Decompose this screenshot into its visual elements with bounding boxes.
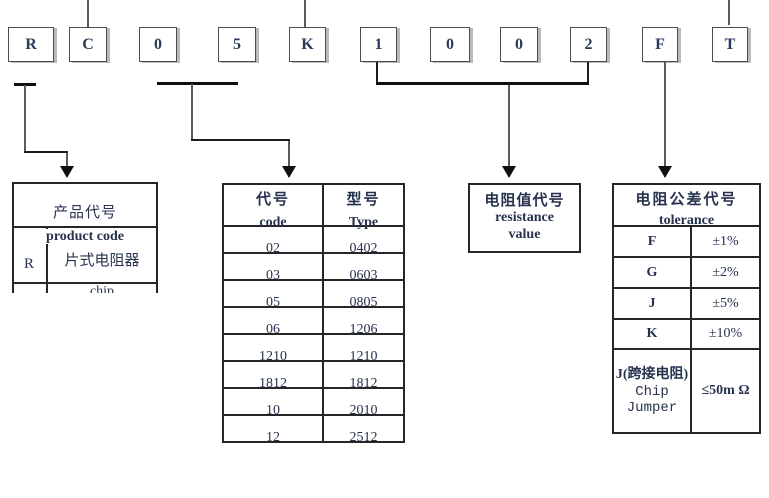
code-char-box-11: T	[712, 27, 748, 62]
code-char-box-5: K	[289, 27, 326, 62]
table-line	[46, 226, 48, 293]
resistance-value-box: 电阻值代号 resistance value	[468, 183, 581, 253]
code-char: 5	[233, 36, 241, 53]
product-table-desc-cn: 片式电阻器	[64, 253, 140, 269]
tolerance-row: G±2%	[612, 256, 762, 289]
connector-bar-resistance	[376, 82, 589, 85]
table-line	[12, 226, 158, 228]
connector-line-above-c	[87, 0, 89, 27]
tolerance-row: F±1%	[612, 225, 762, 258]
connector-line	[664, 62, 666, 167]
code-char: 1	[374, 36, 383, 53]
tolerance-row: K±10%	[612, 318, 762, 350]
code-char-box-4: 5	[218, 27, 256, 62]
jumper-code-cn: J(跨接电阻)	[615, 366, 689, 382]
code-char-box-1: R	[8, 27, 54, 62]
tolerance-title-cn: 电阻公差代号	[635, 192, 738, 208]
jumper-code-en-1: Chip	[635, 384, 669, 401]
table-line	[12, 282, 158, 284]
connector-line	[587, 62, 589, 83]
code-char-box-6: 1	[360, 27, 397, 62]
size-table-header-code: 代号 code	[222, 183, 324, 230]
size-table-header-type: 型号 Type	[322, 183, 405, 230]
code-char: F	[655, 36, 665, 53]
jumper-value: ≤50m Ω	[689, 348, 762, 434]
resistance-title-en-1: resistance	[495, 210, 554, 226]
tolerance-title-en: tolerance	[658, 213, 715, 228]
resistance-title-cn: 电阻值代号	[484, 193, 565, 210]
header-code-cn: 代号	[255, 192, 290, 208]
connector-line	[191, 84, 193, 141]
tolerance-table: 电阻公差代号 tolerance F±1% G±2% J±5% K±10% J(…	[611, 183, 762, 434]
tolerance-header-row: 电阻公差代号 tolerance	[611, 183, 762, 228]
product-code-table-border	[12, 182, 158, 293]
code-char-box-3: 0	[139, 27, 177, 62]
header-code-en: code	[259, 215, 287, 230]
code-char: T	[724, 36, 736, 53]
connector-line	[24, 85, 26, 152]
jumper-code-en-2: Jumper	[626, 400, 678, 417]
code-char-box-2: C	[69, 27, 107, 62]
product-table-title-en: product code	[44, 229, 126, 244]
connector-line	[288, 141, 290, 167]
product-table-title-cn: 产品代号	[52, 205, 117, 221]
code-char-box-9: 2	[570, 27, 607, 62]
code-char-box-10: F	[642, 27, 678, 62]
product-table-code: R	[23, 256, 34, 272]
code-char-box-8: 0	[500, 27, 538, 62]
tolerance-header: 电阻公差代号 tolerance	[611, 183, 762, 228]
product-table-desc-en: chip	[89, 284, 115, 293]
tolerance-jumper-row: J(跨接电阻) Chip Jumper ≤50m Ω	[612, 348, 762, 434]
code-char-box-7: 0	[430, 27, 470, 62]
code-char: 0	[154, 36, 162, 53]
code-char: R	[25, 36, 37, 53]
code-char: K	[301, 36, 314, 53]
connector-line	[24, 151, 68, 153]
code-char: C	[82, 36, 94, 53]
header-type-en: Type	[348, 215, 379, 230]
connector-line	[66, 153, 68, 167]
connector-bar-r	[14, 83, 36, 86]
resistance-title-en-2: value	[508, 227, 541, 242]
header-type-cn: 型号	[346, 192, 381, 208]
arrow-down-icon	[60, 166, 74, 178]
tolerance-row: J±5%	[612, 287, 762, 320]
connector-line-above-t	[728, 0, 730, 25]
code-char: 0	[515, 36, 523, 53]
size-table-header-row: 代号 code 型号 Type	[222, 183, 405, 230]
connector-line-above-k	[304, 0, 306, 27]
connector-bar-size	[157, 82, 238, 85]
arrow-down-icon	[658, 166, 672, 178]
code-char: 2	[584, 36, 593, 53]
connector-line	[376, 62, 378, 83]
connector-line	[508, 85, 510, 167]
code-char: 0	[446, 36, 454, 53]
arrow-down-icon	[282, 166, 296, 178]
product-code-table: 产品代号 product code R 片式电阻器 chip	[12, 182, 158, 293]
arrow-down-icon	[502, 166, 516, 178]
connector-line	[191, 139, 290, 141]
